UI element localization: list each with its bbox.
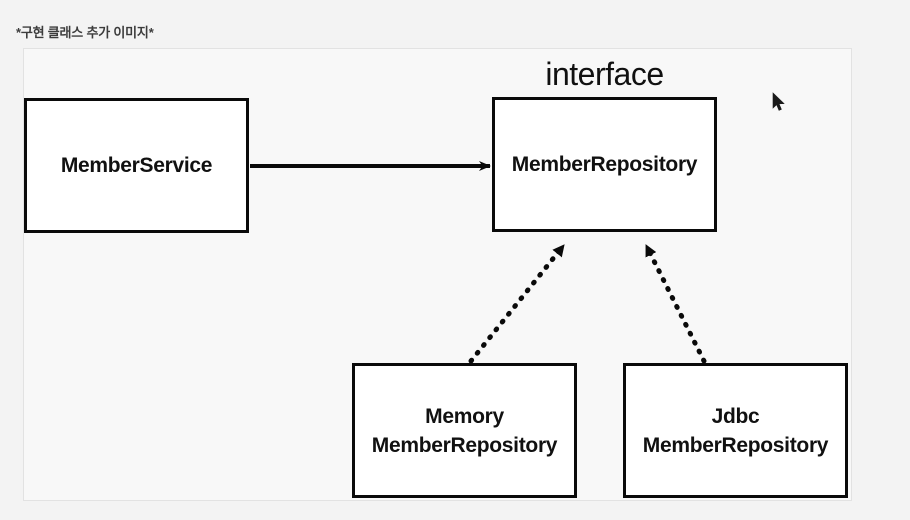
interface-stereotype-label: interface bbox=[545, 56, 664, 92]
uml-class-label: MemberService bbox=[60, 154, 213, 177]
diagram-image-frame: interface MemberRepository (solid associ… bbox=[23, 48, 852, 501]
uml-class-member-repository[interactable]: MemberRepository bbox=[492, 97, 717, 232]
edge-jdbc-implements-repository bbox=[643, 242, 707, 364]
uml-class-member-service[interactable]: MemberService bbox=[24, 98, 249, 233]
mouse-pointer-icon bbox=[772, 92, 785, 111]
uml-class-jdbc-member-repository[interactable]: Jdbc MemberRepository bbox=[623, 363, 848, 498]
edge-memory-implements-repository bbox=[468, 242, 567, 364]
uml-class-label: Jdbc MemberRepository bbox=[642, 404, 829, 457]
uml-class-label: MemberRepository bbox=[511, 153, 698, 176]
page-title: *구현 클래스 추가 이미지* bbox=[16, 25, 154, 40]
uml-class-memory-member-repository[interactable]: Memory MemberRepository bbox=[352, 363, 577, 498]
uml-class-label: Memory MemberRepository bbox=[371, 404, 558, 457]
